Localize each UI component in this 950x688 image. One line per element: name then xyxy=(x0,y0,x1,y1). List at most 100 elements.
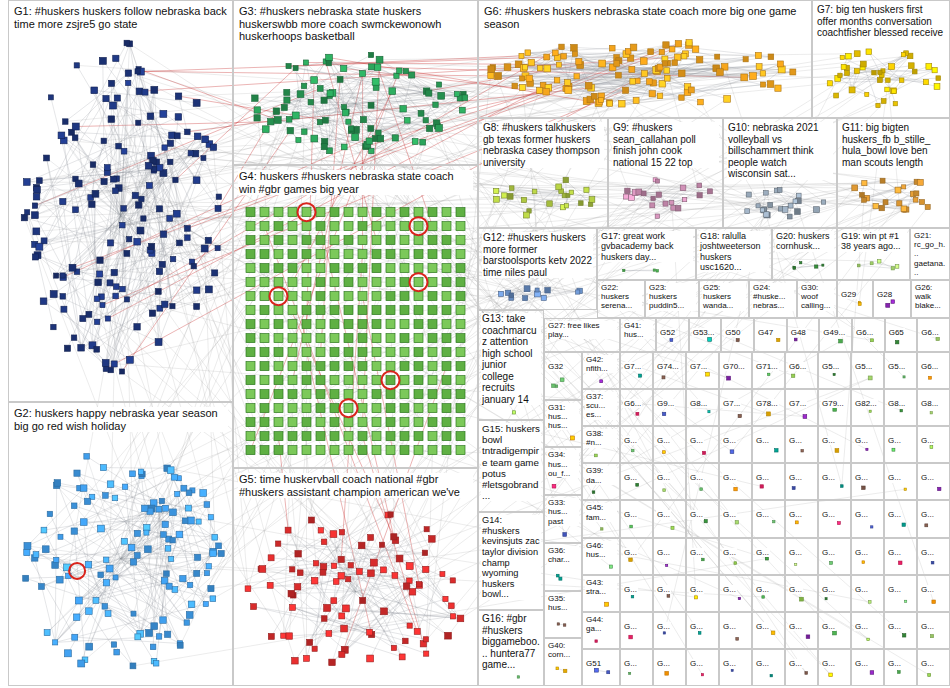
vertex-tile xyxy=(358,292,367,301)
edge-line xyxy=(321,380,762,486)
edge-line xyxy=(765,209,842,486)
edge-line xyxy=(63,216,121,276)
edge-line xyxy=(27,488,83,546)
vertex-thumbnail xyxy=(212,534,218,540)
edge-line xyxy=(189,493,283,636)
edge-line xyxy=(320,88,351,128)
vertex-tile xyxy=(442,250,451,259)
vertex-tile xyxy=(260,236,269,245)
edge-line xyxy=(540,45,666,91)
edge-line xyxy=(265,296,631,560)
vertex-tile xyxy=(358,236,367,245)
vertex-tile xyxy=(260,264,269,273)
vertex-thumbnail xyxy=(131,611,136,616)
edge-line xyxy=(257,93,332,110)
vertex-tile xyxy=(372,362,381,371)
edge-line xyxy=(41,535,163,587)
edge-line xyxy=(371,126,437,151)
vertex-tile xyxy=(274,222,283,231)
vertex-thumbnail xyxy=(303,60,308,65)
edge-line xyxy=(27,546,120,559)
vertex-thumbnail xyxy=(32,254,38,260)
vertex-thumbnail xyxy=(101,178,107,184)
edge-line xyxy=(35,73,682,205)
edge-line xyxy=(108,208,218,318)
vertex-thumbnail xyxy=(397,68,402,73)
edge-line xyxy=(342,586,407,654)
vertex-thumbnail xyxy=(73,207,79,213)
vertex-tile xyxy=(330,292,339,301)
vertex-tile xyxy=(260,320,269,329)
vertex-thumbnail xyxy=(188,150,193,155)
vertex-thumbnail xyxy=(187,582,192,587)
vertex-tile xyxy=(372,208,381,217)
vertex-tile xyxy=(358,348,367,357)
vertex-thumbnail xyxy=(311,77,318,84)
vertex-thumbnail xyxy=(173,177,178,182)
vertex-thumbnail xyxy=(149,310,155,316)
vertex-thumbnail xyxy=(155,339,162,346)
vertex-thumbnail xyxy=(44,630,50,636)
edge-line xyxy=(830,78,938,83)
vertex-tile xyxy=(274,376,283,385)
edge-line xyxy=(329,538,371,634)
edge-line xyxy=(363,48,613,422)
vertex-tile xyxy=(316,334,325,343)
edge-line xyxy=(121,493,190,559)
vertex-tile xyxy=(428,334,437,343)
edge-line xyxy=(324,619,426,640)
vertex-tile xyxy=(302,320,311,329)
vertex-tile xyxy=(246,418,255,427)
edge-line xyxy=(121,505,207,559)
vertex-tile xyxy=(414,432,423,441)
vertex-tile xyxy=(372,390,381,399)
edge-line xyxy=(111,259,173,370)
vertex-thumbnail xyxy=(142,89,148,95)
vertex-tile xyxy=(344,292,353,301)
edge-line xyxy=(103,467,167,469)
edge-line xyxy=(270,585,345,649)
edge-line xyxy=(419,188,684,352)
edge-line xyxy=(288,530,327,608)
vertex-thumbnail xyxy=(153,661,158,666)
edge-line xyxy=(108,614,149,633)
vertex-tile xyxy=(260,404,269,413)
vertex-thumbnail xyxy=(159,261,165,267)
edge-line xyxy=(37,190,115,191)
vertex-tile xyxy=(302,432,311,441)
vertex-tile xyxy=(386,348,395,357)
vertex-tile xyxy=(428,376,437,385)
edge-line xyxy=(278,544,355,592)
vertex-thumbnail xyxy=(60,294,66,300)
vertex-tile xyxy=(274,334,283,343)
edge-line xyxy=(794,265,823,268)
vertex-thumbnail xyxy=(374,64,380,70)
edge-line xyxy=(395,540,451,605)
edge-line xyxy=(79,555,138,600)
edge-line xyxy=(129,239,197,290)
vertex-thumbnail xyxy=(376,130,381,135)
edge-line xyxy=(55,488,184,642)
edge-line xyxy=(311,102,344,147)
vertex-tile xyxy=(456,278,465,287)
edge-line xyxy=(61,135,116,178)
vertex-tile xyxy=(386,432,395,441)
vertex-tile xyxy=(288,250,297,259)
edge-line xyxy=(550,199,592,203)
edge-line xyxy=(128,83,187,132)
vertex-thumbnail xyxy=(127,237,132,242)
vertex-thumbnail xyxy=(103,95,109,101)
vertex-thumbnail xyxy=(80,519,87,526)
vertex-tile xyxy=(400,222,409,231)
vertex-tile xyxy=(386,264,395,273)
vertex-tile xyxy=(400,306,409,315)
vertex-thumbnail xyxy=(368,126,374,132)
vertex-thumbnail xyxy=(137,227,144,234)
vertex-thumbnail xyxy=(111,176,117,182)
edge-line xyxy=(27,169,154,182)
vertex-thumbnail xyxy=(423,118,428,123)
vertex-thumbnail xyxy=(111,642,116,647)
vertex-thumbnail xyxy=(58,132,65,139)
edge-line xyxy=(491,47,562,76)
vertex-tile xyxy=(456,320,465,329)
